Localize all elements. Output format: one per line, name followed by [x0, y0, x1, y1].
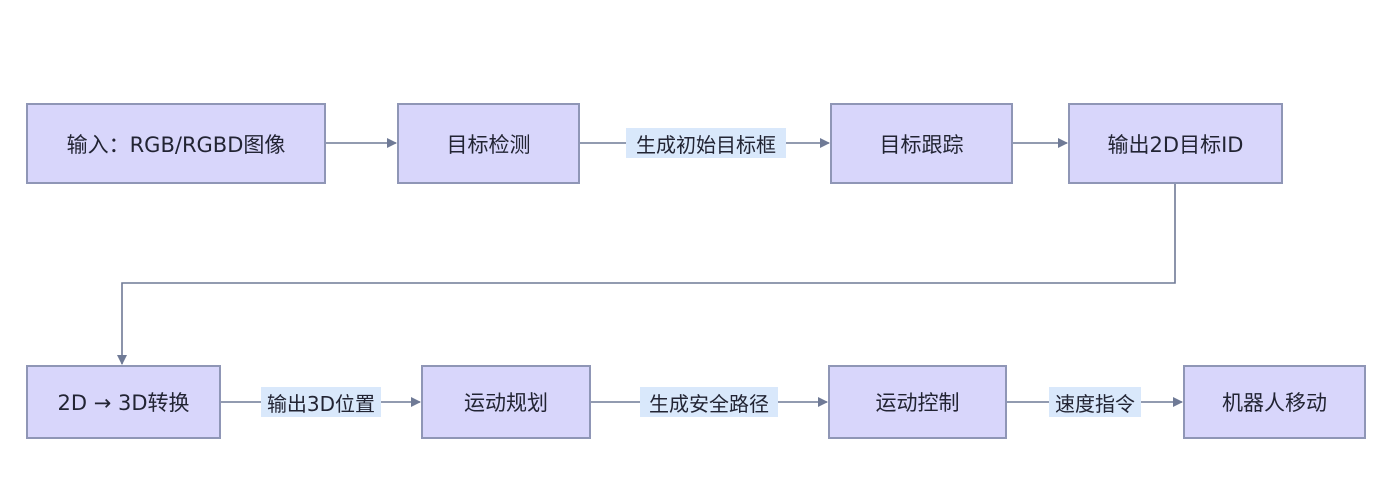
- edge-output-to-convert: [117, 184, 1176, 365]
- edge-label-convert-to-plan: 输出3D位置: [261, 387, 381, 417]
- node-output-id: 输出2D目标ID: [1068, 103, 1283, 184]
- edge-label-plan-to-control: 生成安全路径: [640, 387, 778, 417]
- node-convert: 2D → 3D转换: [26, 365, 221, 439]
- node-track: 目标跟踪: [830, 103, 1013, 184]
- node-input: 输入：RGB/RGBD图像: [26, 103, 326, 184]
- node-control: 运动控制: [828, 365, 1007, 439]
- edge-label-detect-to-track: 生成初始目标框: [626, 128, 786, 158]
- edge-label-control-to-robot: 速度指令: [1049, 387, 1141, 417]
- node-detect: 目标检测: [397, 103, 580, 184]
- node-robot: 机器人移动: [1183, 365, 1366, 439]
- node-plan: 运动规划: [421, 365, 591, 439]
